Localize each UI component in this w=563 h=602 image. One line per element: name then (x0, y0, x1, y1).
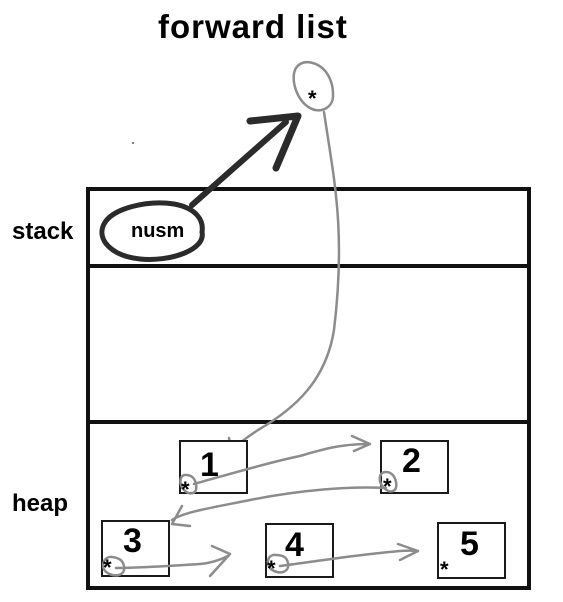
node-1-label: 1 (200, 446, 219, 484)
node-2-pointer-circle (378, 470, 398, 493)
link-4-to-5 (278, 542, 420, 568)
node-2: 2 (380, 440, 449, 494)
link-4-to-5-arrowhead (396, 542, 420, 562)
head-pointer: * (292, 60, 335, 112)
link-3-to-4 (114, 544, 232, 578)
node-2-label: 2 (402, 442, 421, 480)
node-1-box (179, 440, 248, 494)
link-3-to-4-arrowhead (208, 544, 232, 578)
link-3-to-4-curve (114, 554, 230, 570)
memory-frame (86, 187, 531, 590)
heap-label: heap (12, 490, 68, 517)
head-arrow-head (246, 112, 302, 172)
node-3-label: 3 (123, 522, 142, 560)
variable-name: nusm (131, 220, 184, 242)
node-1: 1 (179, 440, 248, 494)
node-5-pointer-star: * (440, 557, 449, 582)
node-2-pointer-star: * (383, 474, 392, 499)
node-3-pointer-star: * (103, 555, 112, 580)
variable-circle (99, 200, 205, 262)
stray-dot (132, 142, 134, 144)
node-4-pointer: * (266, 553, 290, 581)
node-3-pointer-circle (101, 555, 126, 577)
stack-variable: nusm (99, 200, 205, 262)
node-4-pointer-circle (266, 553, 290, 574)
head-to-node1-link (227, 110, 341, 453)
head-to-node1-curve (230, 110, 341, 452)
link-1-to-2-arrowhead (350, 434, 372, 453)
head-arrow-shaft (189, 119, 289, 208)
node-4-pointer-star: * (267, 556, 276, 581)
node-5-label: 5 (460, 525, 479, 563)
node-4: 4 (265, 523, 334, 578)
link-2-to-3-curve (170, 486, 388, 522)
link-2-to-3 (170, 486, 388, 528)
node-1-pointer-circle (179, 473, 198, 495)
memory-outline (86, 187, 531, 590)
node-5-pointer: * (440, 557, 449, 582)
node-1-pointer: * (179, 473, 198, 502)
head-pointer-circle (292, 60, 335, 112)
node-4-box (265, 523, 334, 578)
node-5: 5 (437, 522, 506, 579)
link-1-to-2 (192, 434, 372, 486)
node-5-box (437, 522, 506, 579)
head-pointer-star: * (308, 86, 317, 111)
diagram-title: forward list (158, 8, 348, 45)
node-3-pointer: * (101, 555, 126, 580)
link-2-to-3-arrowhead (170, 504, 192, 528)
stack-label: stack (12, 218, 74, 245)
link-1-to-2-curve (192, 442, 370, 486)
link-4-to-5-curve (278, 549, 420, 568)
node-4-label: 4 (285, 526, 304, 564)
head-arrow (189, 112, 302, 208)
node-2-pointer: * (378, 470, 398, 499)
node-1-pointer-star: * (181, 477, 190, 502)
node-2-box (380, 440, 449, 494)
